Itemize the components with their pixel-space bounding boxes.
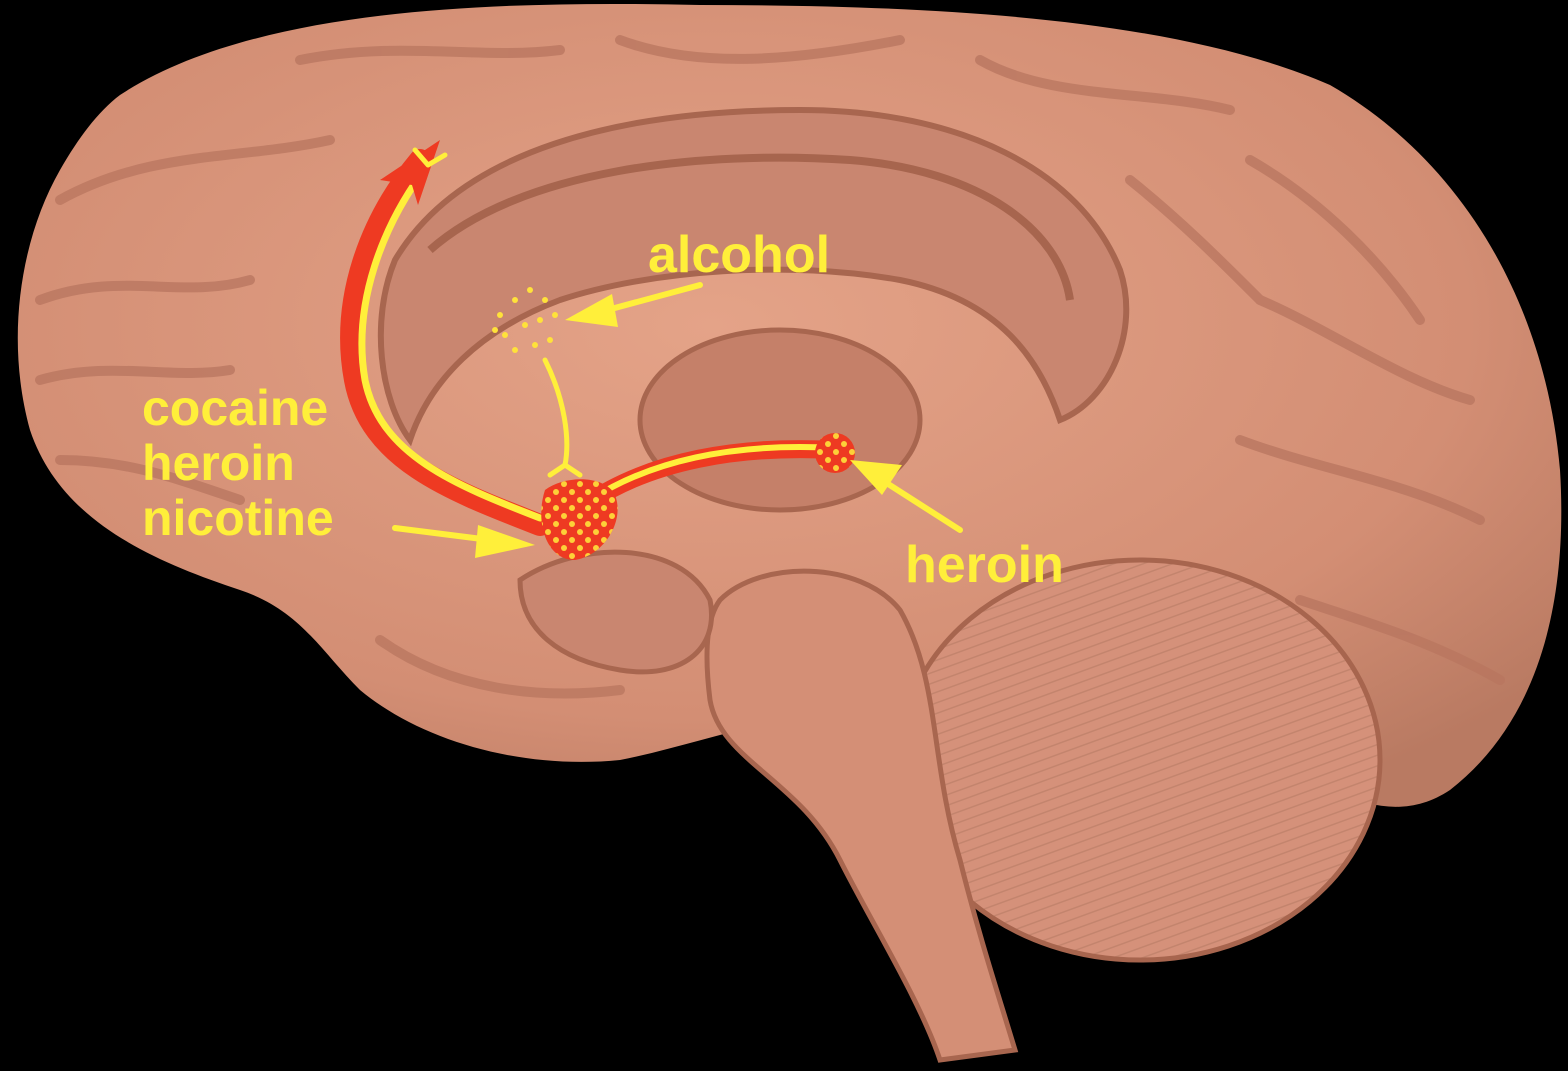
ventral-tegmental-area	[815, 433, 855, 473]
label-alcohol: alcohol	[648, 226, 830, 284]
label-nicotine: nicotine	[142, 490, 334, 546]
label-cocaine: cocaine	[142, 380, 328, 436]
label-heroin-right: heroin	[905, 536, 1064, 594]
label-heroin-left: heroin	[142, 435, 295, 491]
